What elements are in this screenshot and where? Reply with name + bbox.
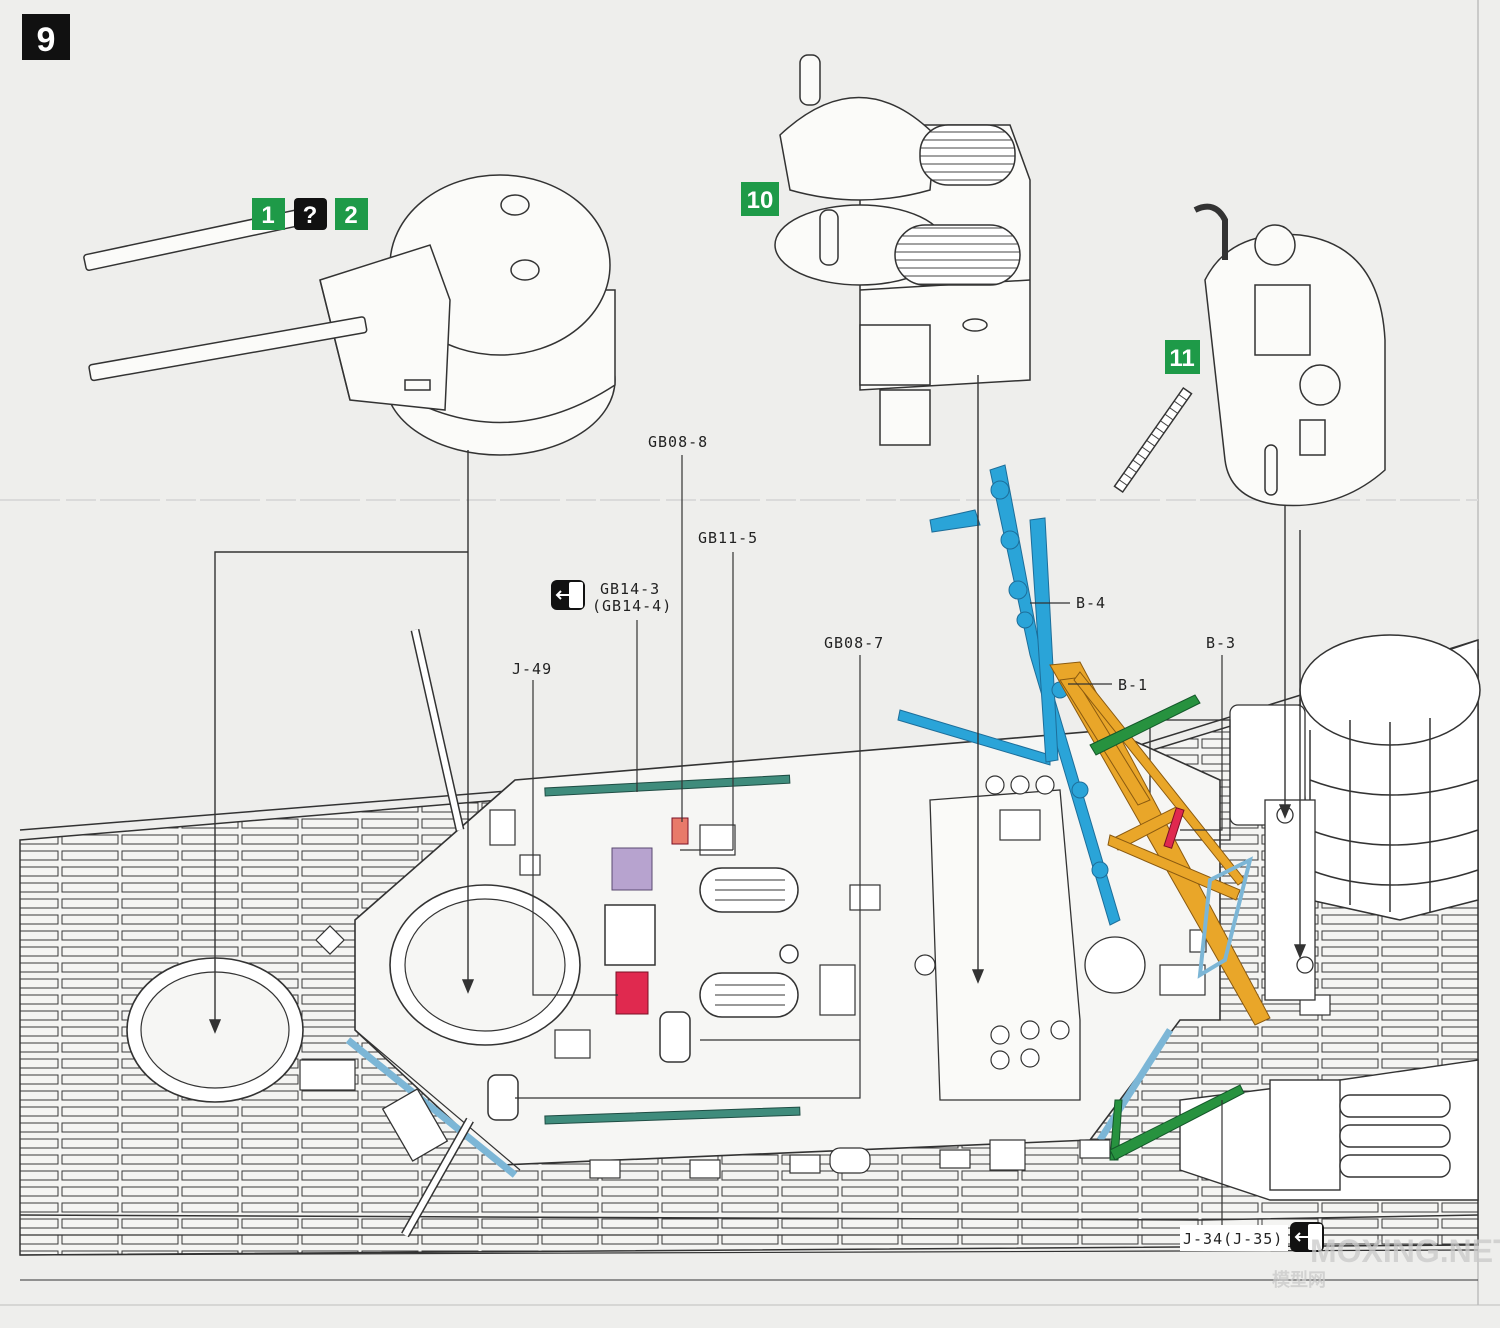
label-b-1: B-1 — [1118, 676, 1148, 694]
part-b-1-tripod — [1049, 661, 1271, 1026]
turret-subassembly — [83, 174, 616, 456]
label-gb14-3: GB14-3 — [600, 580, 660, 598]
part-b-4-mast — [897, 464, 1121, 926]
label-j-49: J-49 — [512, 660, 552, 678]
part-gb14-3-rail-bottom — [544, 1106, 801, 1125]
part-purple-block — [611, 847, 653, 891]
mirror-parts-icon — [1290, 1222, 1324, 1252]
watermark: MOXING.NET 模型网 — [1272, 1233, 1500, 1290]
watermark-subtext: 模型网 — [1272, 1269, 1326, 1290]
label-gb14-4: (GB14-4) — [592, 597, 672, 615]
bridge-badge-number: 10 — [747, 187, 774, 214]
label-gb11-5: GB11-5 — [698, 529, 758, 547]
assembly-leaders — [208, 375, 1307, 1034]
part-gb14-3-rail-top — [544, 774, 791, 797]
callout-lines — [515, 455, 1223, 1230]
part-b-3 — [1163, 807, 1185, 849]
director-badge-number: 11 — [1169, 345, 1194, 372]
step-number-badge: 9 — [22, 14, 70, 60]
turret-badges: 1 ? 2 — [252, 198, 368, 230]
mirror-parts-icon — [551, 580, 585, 610]
bridge-badge: 10 — [741, 182, 779, 216]
turret-badge-help-icon: ? — [303, 202, 318, 229]
label-b-3: B-3 — [1206, 634, 1236, 652]
turret-badge-1: 1 — [261, 202, 274, 229]
turret-badge-2: 2 — [344, 202, 357, 229]
highlighted-parts — [487, 464, 1271, 1161]
part-gb08-8 — [671, 817, 689, 845]
label-gb08-8: GB08-8 — [648, 433, 708, 451]
label-gb08-7: GB08-7 — [824, 634, 884, 652]
label-j-34: J-34(J-35) — [1183, 1230, 1283, 1248]
bridge-subassembly — [774, 54, 1031, 446]
part-green-struts — [1089, 694, 1245, 1161]
label-b-4: B-4 — [1076, 594, 1106, 612]
part-labels: GB08-8 GB11-5 GB14-3 (GB14-4) J-49 GB08-… — [512, 433, 1288, 1251]
part-j-49 — [615, 971, 649, 1015]
director-badge: 11 — [1165, 340, 1200, 374]
hull-deck — [19, 629, 1481, 1281]
director-subassembly — [1113, 203, 1386, 507]
step-number: 9 — [37, 21, 56, 59]
watermark-text: MOXING.NET — [1310, 1233, 1500, 1269]
